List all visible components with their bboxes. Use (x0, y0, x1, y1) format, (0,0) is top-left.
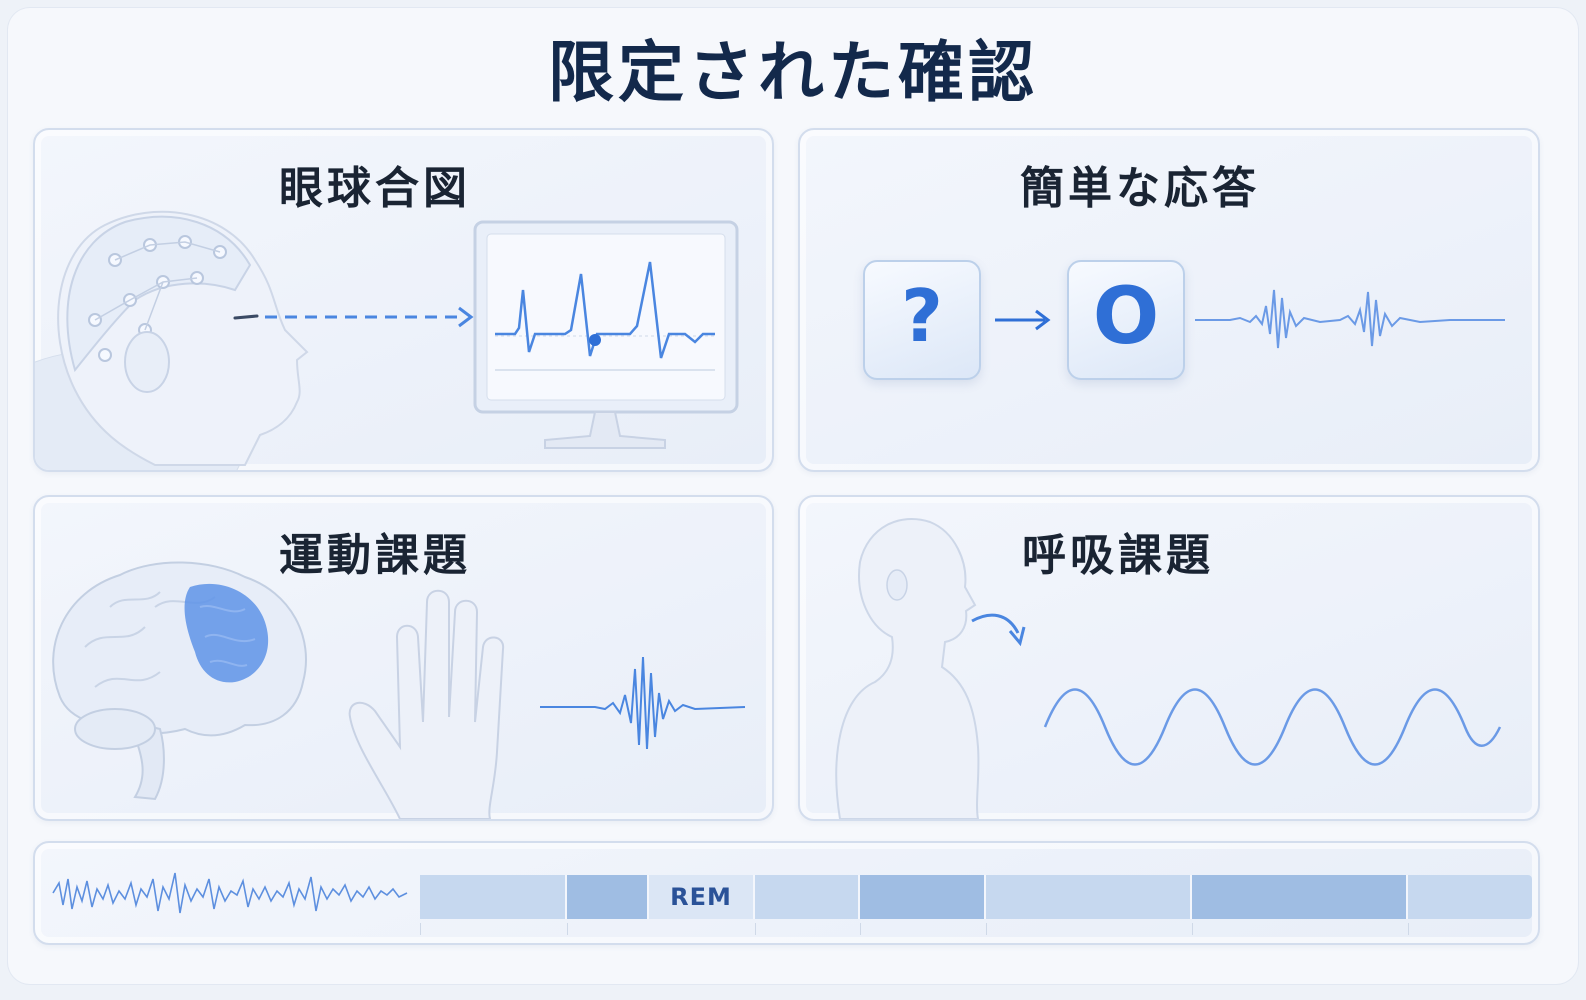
stage-label-rem: REM (670, 883, 732, 911)
stage-segment (986, 875, 1192, 919)
person-profile-icon (835, 517, 980, 819)
arrow-right-icon (995, 309, 1051, 331)
hand-icon (348, 589, 505, 819)
time-tick (567, 923, 568, 935)
infographic: 限定された確認 (8, 8, 1578, 984)
motor-signal-wave (540, 656, 746, 750)
panel-breathing-task: 呼吸課題 (798, 495, 1540, 821)
stage-segment (567, 875, 649, 919)
breath-wave (1043, 688, 1502, 766)
time-tick (755, 923, 756, 935)
sleep-stage-strip: REM (33, 841, 1540, 945)
panel-title-response: 簡単な応答 (1020, 163, 1260, 214)
response-illustration (995, 289, 1505, 349)
eye-signal-illustration (35, 210, 739, 470)
time-tick (986, 923, 987, 935)
eeg-trace-wave (52, 872, 408, 914)
stage-segment (420, 875, 567, 919)
time-tick (1192, 923, 1193, 935)
time-tick (860, 923, 861, 935)
head-with-eeg-cap-icon (57, 210, 309, 466)
time-tick (420, 923, 421, 935)
circle-icon: O (1067, 260, 1185, 380)
breath-illustration (835, 517, 1502, 819)
stage-segment (1408, 875, 1532, 919)
panel-motor-task: 運動課題 (33, 495, 774, 821)
stage-segment (1192, 875, 1408, 919)
panel-simple-response: 簡単な応答 ? O (798, 128, 1540, 472)
response-signal-wave (1195, 289, 1505, 349)
page-title: 限定された確認 (548, 34, 1038, 111)
panel-title-motor: 運動課題 (279, 530, 471, 581)
time-tick (1408, 923, 1409, 935)
panel-title-eye: 眼球合図 (279, 163, 471, 214)
circle-glyph: O (1092, 272, 1160, 362)
question-glyph: ? (901, 274, 943, 358)
stage-segment (860, 875, 986, 919)
panel-eye-signal: 眼球合図 (33, 128, 774, 472)
signal-marker (589, 334, 601, 346)
eeg-trace (52, 872, 408, 914)
brain-icon (52, 561, 307, 801)
question-icon: ? (863, 260, 981, 380)
motor-illustration (52, 561, 746, 819)
stage-segment (755, 875, 860, 919)
breath-arrow-icon (971, 613, 1026, 647)
panel-title-breath: 呼吸課題 (1022, 530, 1214, 581)
monitor-icon (473, 220, 739, 449)
stage-segment-rem: REM (649, 875, 755, 919)
